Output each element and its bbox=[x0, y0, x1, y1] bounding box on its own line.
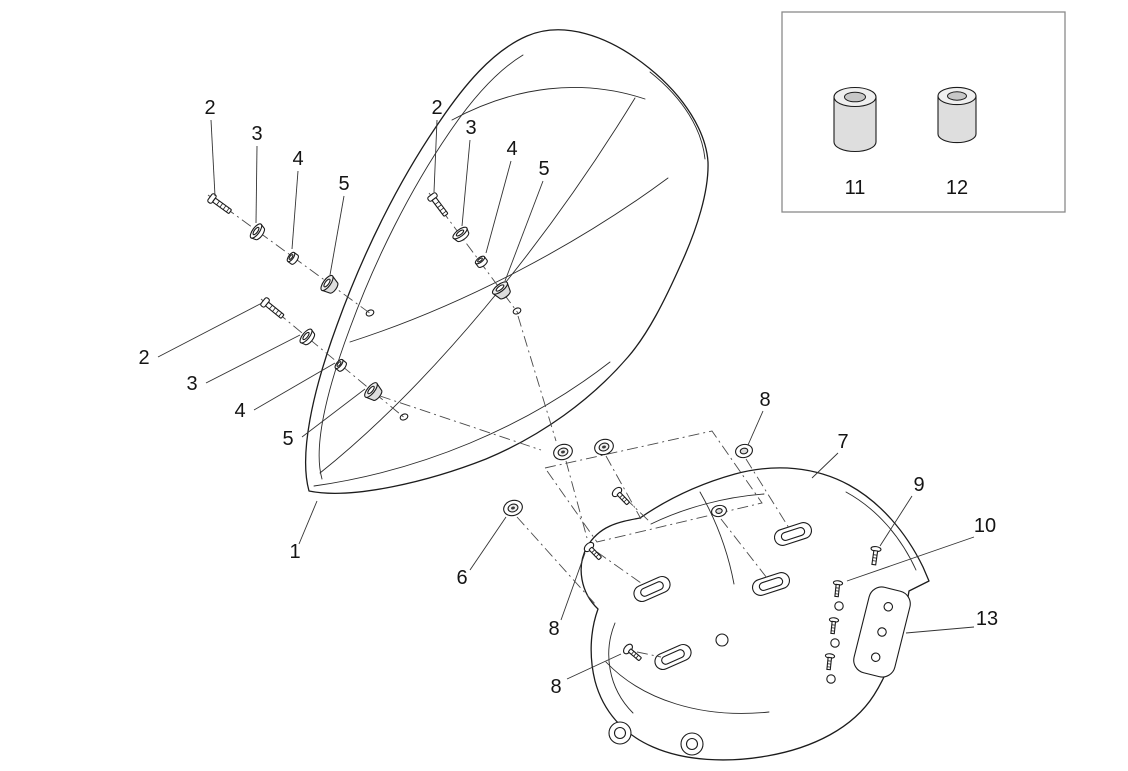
callout-label-4: 4 bbox=[234, 400, 245, 422]
bracket-slot-pad bbox=[654, 643, 692, 671]
callout-label-1: 1 bbox=[289, 541, 300, 563]
bracket-eyelet bbox=[680, 732, 704, 756]
spacer-part-4 bbox=[474, 255, 488, 268]
callout-labels: 1 2 3 4 5 2 3 4 5 2 3 4 5 6 7 8 8 8 9 10… bbox=[138, 97, 998, 698]
bracket-slot-pad bbox=[633, 575, 671, 603]
bushing-part-11 bbox=[833, 86, 877, 153]
wellnuts-part-6 bbox=[503, 438, 614, 517]
fastener-stack-c bbox=[260, 297, 383, 401]
callout-label-8: 8 bbox=[759, 389, 770, 411]
callout-label-4: 4 bbox=[506, 138, 517, 160]
bracket-part-7 bbox=[580, 467, 930, 761]
callout-label-2: 2 bbox=[138, 347, 149, 369]
side-plate-part-13 bbox=[853, 586, 911, 678]
screw-part-8 bbox=[623, 643, 642, 661]
bracket-slot-pad bbox=[751, 572, 791, 596]
callout-label-5: 5 bbox=[538, 158, 549, 180]
cap-part-8 bbox=[735, 443, 753, 459]
grommet-part-5 bbox=[320, 274, 339, 294]
callout-label-3: 3 bbox=[465, 117, 476, 139]
wellnut-part-6 bbox=[553, 443, 573, 461]
callout-label-5: 5 bbox=[282, 428, 293, 450]
screen-mounting-hole bbox=[399, 413, 409, 421]
screw-part-10 bbox=[824, 653, 836, 671]
callout-label-2: 2 bbox=[431, 97, 442, 119]
screw-part-9 bbox=[870, 545, 882, 566]
washer-part-3 bbox=[249, 223, 266, 241]
bracket-slot-pad bbox=[773, 522, 813, 546]
wellnut-part-6 bbox=[503, 499, 523, 517]
windscreen-outline bbox=[304, 29, 709, 494]
grommet-part-5 bbox=[491, 281, 511, 300]
screw-part-8 bbox=[611, 486, 630, 506]
callout-label-5: 5 bbox=[338, 173, 349, 195]
wellnut-part-6 bbox=[594, 438, 614, 456]
screw-part-10 bbox=[828, 617, 840, 635]
washer-part-3 bbox=[452, 226, 470, 243]
callout-label-8: 8 bbox=[550, 676, 561, 698]
bracket-hole bbox=[834, 601, 844, 611]
leader-lines bbox=[157, 119, 975, 680]
callout-label-3: 3 bbox=[251, 123, 262, 145]
callout-label-4: 4 bbox=[292, 148, 303, 170]
washer-part-3 bbox=[299, 328, 316, 346]
callout-label-12: 12 bbox=[946, 177, 968, 199]
callout-label-8: 8 bbox=[548, 618, 559, 640]
screw-part-2 bbox=[427, 192, 449, 217]
callout-label-10: 10 bbox=[974, 515, 996, 537]
grommet-part-5 bbox=[364, 382, 383, 401]
callout-label-7: 7 bbox=[837, 431, 848, 453]
fastener-stack-a bbox=[207, 193, 339, 294]
callout-label-2: 2 bbox=[204, 97, 215, 119]
screws-part-10 bbox=[824, 580, 844, 671]
bushing-part-12 bbox=[937, 86, 977, 144]
bracket-eyelet bbox=[608, 721, 632, 745]
callout-label-6: 6 bbox=[456, 567, 467, 589]
screws-part-8 bbox=[583, 443, 753, 661]
callout-label-9: 9 bbox=[913, 474, 924, 496]
cap-part-8 bbox=[711, 504, 727, 518]
callout-label-11: 11 bbox=[845, 177, 866, 199]
screw-part-2 bbox=[207, 193, 232, 214]
spacer-part-4 bbox=[286, 251, 299, 265]
callout-label-13: 13 bbox=[976, 608, 998, 630]
fastener-stack-b bbox=[427, 192, 511, 300]
screen-mounting-hole bbox=[365, 309, 375, 317]
callout-label-3: 3 bbox=[186, 373, 197, 395]
screw-part-8 bbox=[583, 541, 602, 561]
inset-frame bbox=[781, 11, 1066, 213]
bracket-hole bbox=[826, 674, 836, 684]
windscreen-part-1 bbox=[304, 29, 709, 494]
inset-box: 11 12 bbox=[781, 11, 1066, 213]
screw-part-2 bbox=[260, 297, 285, 319]
bracket-outline bbox=[580, 467, 930, 761]
bracket-hole bbox=[830, 638, 840, 648]
screw-part-10 bbox=[832, 580, 844, 598]
bracket-hole bbox=[715, 633, 729, 647]
spacer-part-4 bbox=[334, 358, 347, 372]
